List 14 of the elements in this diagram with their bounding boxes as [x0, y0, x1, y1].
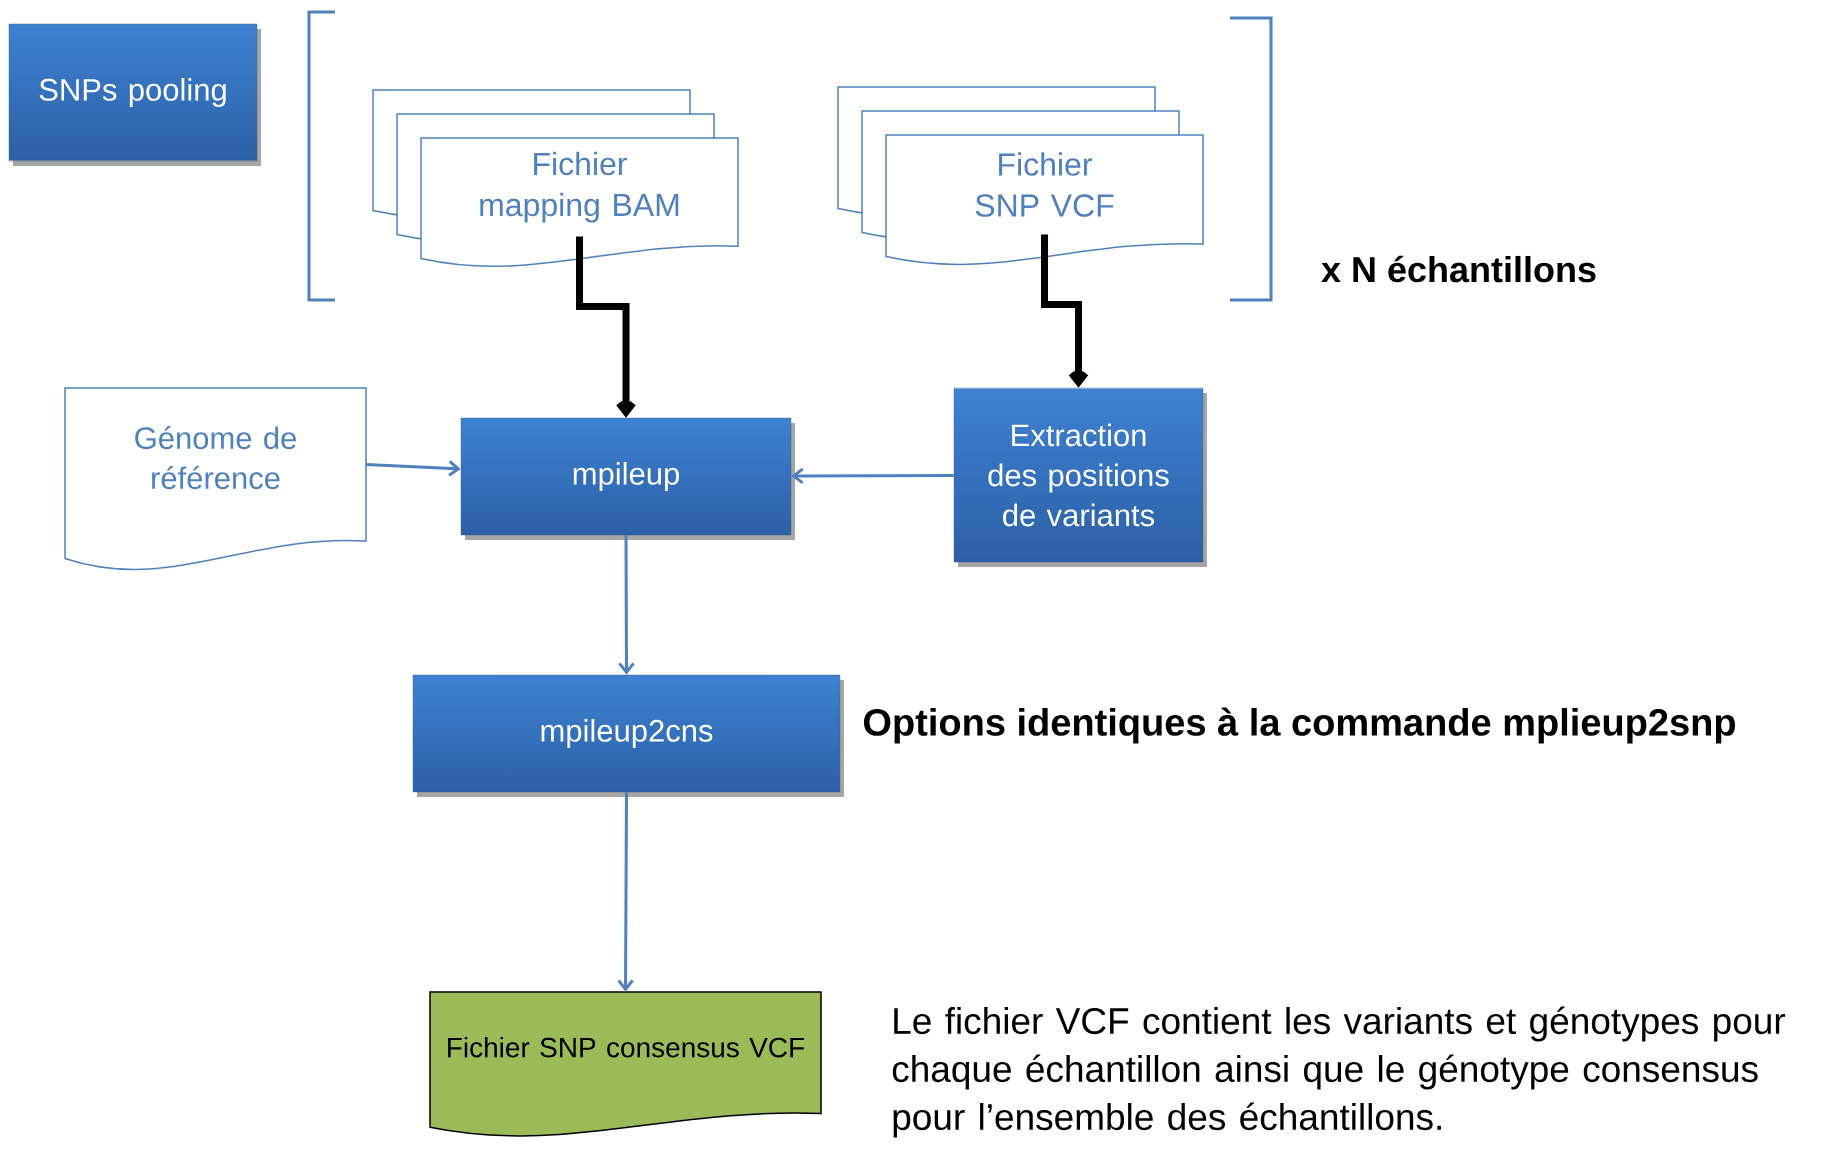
annotation-text: Options identiques à la commande mplieup2snp: [863, 707, 1736, 744]
document-stack: Fichier mapping BAM: [372, 89, 739, 268]
arrow: [791, 467, 954, 485]
arrow: [366, 460, 461, 477]
arrow: [618, 535, 635, 675]
annotation-text: x N échantillons: [1321, 255, 1596, 283]
process-box: SNPs pooling: [8, 23, 261, 166]
process-box: mpileup2cns: [412, 674, 844, 797]
arrow: [576, 236, 636, 418]
arrow: [617, 792, 634, 992]
note-text: Le fichier VCF contient les variants et génotypes pour chaque échantillon ainsi que le génotype consensus pour l’ensemble des échantillons.: [892, 1006, 1786, 1138]
process-box: Extraction des positions de variants: [953, 387, 1207, 567]
document-stack: Fichier SNP VCF: [837, 86, 1204, 266]
process-box: mpileup: [460, 417, 795, 540]
